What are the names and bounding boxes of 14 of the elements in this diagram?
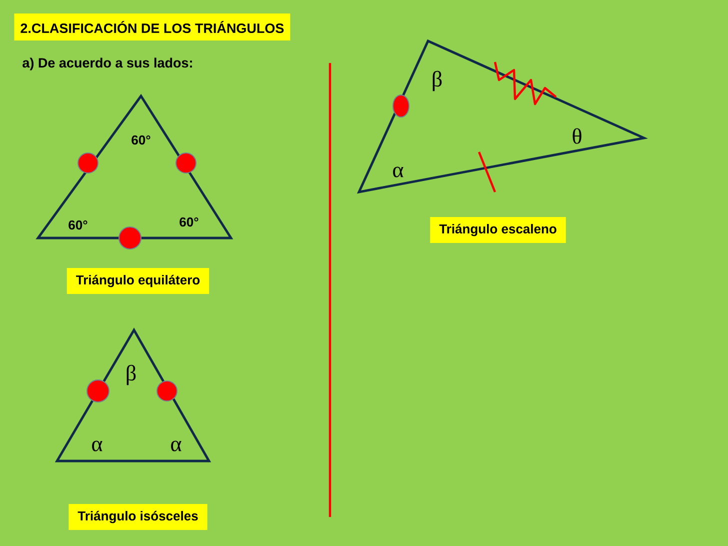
caption-box: Triángulo escaleno <box>430 217 566 243</box>
angle-label: α <box>92 440 102 452</box>
angle-label: θ <box>572 128 582 144</box>
angle-label: β <box>126 364 136 386</box>
angle-label: 60° <box>180 217 198 227</box>
angle-label: 60° <box>68 220 88 230</box>
angle-label: β <box>432 70 442 92</box>
caption-box: Triángulo isósceles <box>68 504 208 530</box>
angle-label: α <box>171 440 182 452</box>
title-banner: 2.CLASIFICACIÓN DE LOS TRIÁNGULOS <box>14 14 290 40</box>
angle-label: 60° <box>132 135 150 145</box>
subheading: a) De acuerdo a sus lados: <box>22 58 192 70</box>
caption-box: Triángulo equilátero <box>66 268 210 294</box>
angle-label: α <box>393 166 404 178</box>
